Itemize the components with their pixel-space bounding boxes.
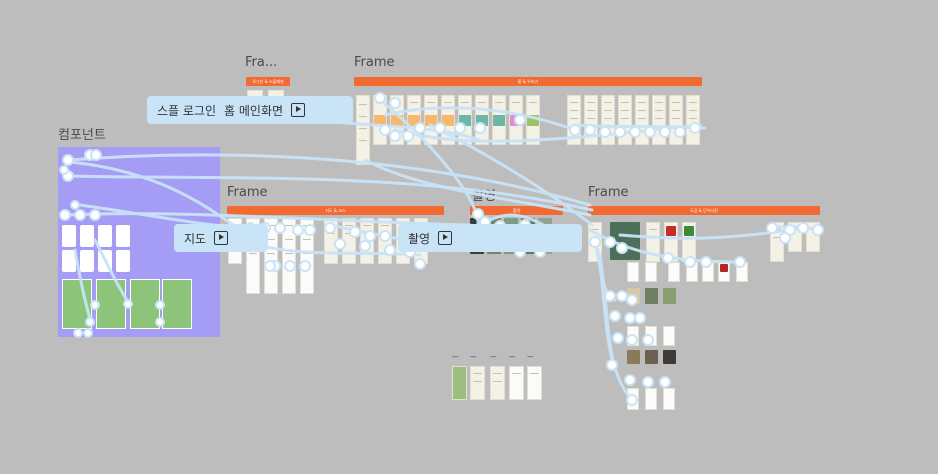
screen-home-3[interactable] [407, 95, 421, 145]
bottom-screen-4[interactable] [509, 366, 524, 400]
dict-card-a7[interactable] [736, 262, 748, 282]
dict-photo-b1[interactable] [627, 288, 640, 304]
screen-home-17[interactable] [669, 95, 683, 145]
bottom-ellipsis-4: --- [509, 352, 516, 361]
flow-label-map: 지도 [184, 231, 207, 246]
screen-home-12[interactable] [584, 95, 598, 145]
screen-home-7[interactable] [475, 95, 489, 145]
screen-home-18[interactable] [686, 95, 700, 145]
dict-card-a5[interactable] [702, 262, 714, 282]
bottom-ellipsis-2: --- [470, 352, 477, 361]
dict-card-a4[interactable] [686, 262, 698, 282]
dict-card-a2[interactable] [645, 262, 657, 282]
flow-banner-map[interactable]: 지도 [174, 224, 268, 252]
screen-home-2[interactable] [390, 95, 404, 145]
dict-card-c3[interactable] [663, 326, 675, 346]
dict-photo-b3[interactable] [663, 288, 676, 304]
flow-banner-camera[interactable]: 촬영 [398, 224, 582, 252]
dict-card-e3[interactable] [663, 388, 675, 410]
screen-home-4[interactable] [424, 95, 438, 145]
play-icon[interactable] [438, 231, 453, 245]
flow-label-camera: 촬영 [408, 231, 431, 246]
frame-title-dictionary[interactable]: Frame [588, 185, 629, 200]
component-map-4[interactable] [162, 279, 192, 329]
frame-header-dictionary: 도감 & 단어사전 [588, 206, 820, 215]
dict-thumb-red [720, 264, 728, 272]
component-phone-4[interactable] [116, 225, 130, 247]
frame-header-map: 지도 & 코스 [227, 206, 444, 215]
screen-map-4[interactable] [282, 218, 296, 294]
dict-card-c2[interactable] [645, 326, 657, 346]
bottom-ellipsis-5: --- [527, 352, 534, 361]
bottom-screen-5[interactable] [527, 366, 542, 400]
screen-home-10[interactable] [526, 95, 540, 145]
screen-home-long[interactable] [356, 95, 370, 165]
component-phone-5[interactable] [62, 250, 76, 272]
component-map-3[interactable] [130, 279, 160, 329]
dict-card-a3[interactable] [668, 262, 680, 282]
screen-map-7[interactable] [342, 218, 356, 264]
component-phone-2[interactable] [80, 225, 94, 247]
play-icon[interactable] [214, 231, 229, 245]
play-icon[interactable] [291, 103, 306, 117]
dict-photo-d1[interactable] [627, 350, 640, 364]
bottom-screen-1[interactable] [452, 366, 467, 400]
frame-title-camera[interactable]: 촬영 [472, 189, 496, 204]
frame-title-home[interactable]: Frame [354, 55, 395, 70]
frame-title-map[interactable]: Frame [227, 185, 268, 200]
frame-title-components[interactable]: 컴포넌트 [58, 128, 106, 143]
screen-map-5[interactable] [300, 218, 314, 294]
dict-card-a1[interactable] [627, 262, 639, 282]
flow-label-login: 스플 로그인 [157, 103, 217, 118]
screen-home-9[interactable] [509, 95, 523, 145]
screen-home-6[interactable] [458, 95, 472, 145]
component-phone-6[interactable] [80, 250, 94, 272]
dict-card-e1[interactable] [627, 388, 639, 410]
screen-dict-7[interactable] [806, 222, 820, 252]
component-map-1[interactable] [62, 279, 92, 329]
screen-home-16[interactable] [652, 95, 666, 145]
frame-header-home: 홈 & 우리기 [354, 77, 702, 86]
bottom-screen-2[interactable] [470, 366, 485, 400]
dict-card-e2[interactable] [645, 388, 657, 410]
screen-dict-photo[interactable] [610, 222, 640, 260]
dict-green-leaf [684, 226, 694, 236]
screen-map-6[interactable] [324, 218, 338, 264]
screen-home-15[interactable] [635, 95, 649, 145]
bottom-ellipsis-3: --- [490, 352, 497, 361]
screen-home-11[interactable] [567, 95, 581, 145]
dict-card-c1[interactable] [627, 326, 639, 346]
dict-photo-d3[interactable] [663, 350, 676, 364]
screen-home-8[interactable] [492, 95, 506, 145]
bottom-ellipsis-1: --- [452, 352, 459, 361]
dict-photo-d2[interactable] [645, 350, 658, 364]
screen-home-5[interactable] [441, 95, 455, 145]
dict-red-flower [666, 226, 676, 236]
flow-banner-login-home[interactable]: 스플 로그인 홈 메인화면 [147, 96, 353, 124]
bottom-screen-3[interactable] [490, 366, 505, 400]
frame-header-camera: 촬영 [470, 206, 563, 215]
screen-dict-1[interactable] [588, 222, 602, 262]
screen-dict-5[interactable] [770, 222, 784, 262]
frame-header-login: 로그인 & 스플래쉬 [246, 77, 290, 86]
screen-map-9[interactable] [378, 218, 392, 264]
screen-dict-6[interactable] [788, 222, 802, 252]
component-phone-3[interactable] [98, 225, 112, 247]
screen-home-14[interactable] [618, 95, 632, 145]
dict-photo-b2[interactable] [645, 288, 658, 304]
component-phone-7[interactable] [98, 250, 112, 272]
flow-label-main: 홈 메인화면 [224, 103, 284, 118]
screen-home-13[interactable] [601, 95, 615, 145]
screen-map-8[interactable] [360, 218, 374, 264]
component-phone-8[interactable] [116, 250, 130, 272]
component-phone-1[interactable] [62, 225, 76, 247]
frame-title-login[interactable]: Fra... [245, 55, 278, 70]
screen-dict-2[interactable] [646, 222, 660, 262]
component-map-2[interactable] [96, 279, 126, 329]
screen-home-1[interactable] [373, 95, 387, 145]
